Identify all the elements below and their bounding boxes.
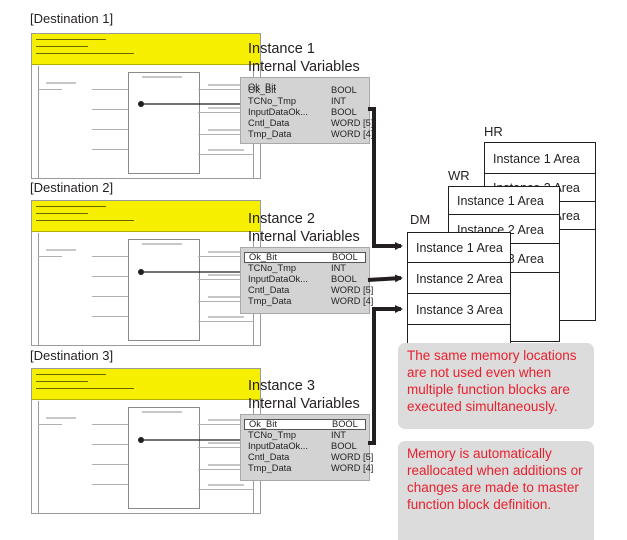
variable-name: TCNo_Tmp (248, 96, 297, 106)
ladder-header (32, 34, 260, 65)
variable-row: Tmp_Data WORD [4] (244, 129, 373, 140)
variable-type: WORD [4] (331, 463, 374, 473)
variable-row: InputDataOk... BOOL (244, 107, 366, 118)
variable-row: Ok_Bit BOOL (244, 85, 366, 96)
note-reallocation: Memory is automatically reallocated when… (398, 441, 594, 540)
variable-name: Tmp_Data (248, 129, 292, 139)
function-block-instance (128, 239, 200, 341)
variable-name: Ok_Bit (248, 85, 276, 95)
variable-type: WORD [5] (331, 118, 374, 128)
instance-title-line: Instance 3 (248, 378, 315, 394)
ladder-program-3 (31, 368, 261, 514)
variable-row: Cntl_Data WORD [5] (244, 118, 373, 129)
ladder-header (32, 201, 260, 232)
ladder-header (32, 369, 260, 400)
variable-name: Cntl_Data (248, 452, 290, 462)
variable-row: Tmp_Data WORD [4] (244, 463, 373, 474)
variable-name: Ok_Bit (249, 419, 277, 429)
destination-1-label: [Destination 1] (30, 11, 114, 26)
variable-type: BOOL (332, 419, 358, 429)
internal-variables-table-1: Ok_Bit Ok_Bit BOOL TCNo_Tmp INT InputDataO… (240, 77, 373, 144)
variable-name: TCNo_Tmp (248, 430, 297, 440)
instance-link-1 (138, 101, 240, 107)
arrow-instance-3 (368, 305, 403, 445)
instance-title-line: Internal Variables (248, 396, 360, 412)
variable-type: INT (331, 430, 346, 440)
variable-type: BOOL (331, 85, 357, 95)
variable-row: Ok_Bit BOOL (244, 252, 366, 263)
variable-row: Tmp_Data WORD [4] (244, 296, 373, 307)
area-label: Instance 1 Area (457, 194, 544, 208)
note-same-memory: The same memory locations are not used e… (398, 343, 594, 429)
wr-label: WR (448, 168, 470, 183)
instance-title-line: Internal Variables (248, 229, 360, 245)
instance-link-2 (138, 269, 240, 275)
variable-type: BOOL (331, 107, 357, 117)
instance-2-title: Instance 2 Internal Variables (248, 210, 360, 246)
function-block-instance (128, 407, 200, 509)
variable-name: Cntl_Data (248, 285, 290, 295)
arrow-instance-1 (368, 107, 403, 250)
area-label: Instance 2 Area (416, 272, 503, 286)
dm-area-2: Instance 2 Area (407, 262, 511, 294)
destination-3-label: [Destination 3] (30, 348, 114, 363)
variable-row: InputDataOk... BOOL (244, 441, 366, 452)
variable-name: Cntl_Data (248, 118, 290, 128)
variable-name: Tmp_Data (248, 296, 292, 306)
variable-type: WORD [4] (331, 129, 374, 139)
variable-type: WORD [4] (331, 296, 374, 306)
variable-name: Tmp_Data (248, 463, 292, 473)
variable-name: InputDataOk... (248, 441, 308, 451)
variable-type: BOOL (331, 441, 357, 451)
function-block-instance (128, 72, 200, 174)
variable-type: WORD [5] (331, 452, 374, 462)
instance-1-title: Instance 1 Internal Variables (248, 40, 360, 76)
variable-row: InputDataOk... BOOL (244, 274, 366, 285)
hr-label: HR (484, 124, 503, 139)
variable-row: Ok_Bit BOOL (244, 419, 366, 430)
variable-type: WORD [5] (331, 285, 374, 295)
variable-row: Cntl_Data WORD [5] (244, 452, 373, 463)
instance-title-line: Internal Variables (248, 59, 360, 75)
variable-type: BOOL (331, 274, 357, 284)
variable-name: InputDataOk... (248, 274, 308, 284)
area-label: Instance 1 Area (493, 152, 580, 166)
instance-3-title: Instance 3 Internal Variables (248, 377, 360, 413)
destination-2-label: [Destination 2] (30, 180, 114, 195)
ladder-program-2 (31, 200, 261, 346)
dm-label: DM (410, 212, 431, 227)
variable-row: TCNo_Tmp INT (244, 263, 366, 274)
variable-type: BOOL (332, 252, 358, 262)
instance-title-line: Instance 1 (248, 41, 315, 57)
dm-area-1: Instance 1 Area (407, 232, 511, 263)
variable-name: InputDataOk... (248, 107, 308, 117)
variable-row: TCNo_Tmp INT (244, 96, 366, 107)
arrow-instance-2 (367, 274, 403, 283)
variable-type: INT (331, 263, 346, 273)
variable-row: TCNo_Tmp INT (244, 430, 366, 441)
variable-name: TCNo_Tmp (248, 263, 297, 273)
variable-row: Cntl_Data WORD [5] (244, 285, 373, 296)
wr-area-1: Instance 1 Area (448, 186, 560, 215)
area-label: Instance 3 Area (416, 303, 503, 317)
variable-type: INT (331, 96, 346, 106)
variable-row: Ok_Bit (248, 82, 276, 90)
variable-name: Ok_Bit (249, 252, 277, 262)
instance-link-3 (138, 437, 240, 443)
instance-title-line: Instance 2 (248, 211, 315, 227)
area-label: Instance 1 Area (416, 241, 503, 255)
